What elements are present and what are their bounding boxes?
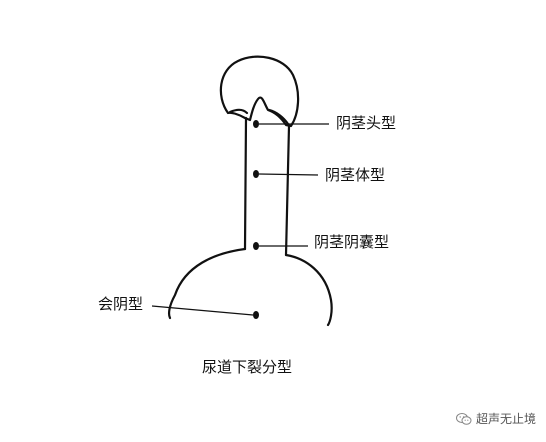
label-glans: 阴茎头型 — [336, 114, 397, 132]
marker-penoscrotal — [253, 242, 259, 250]
leader-perineal — [151, 305, 254, 316]
marker-penile — [253, 170, 259, 178]
label-penoscrotal: 阴茎阴囊型 — [314, 233, 390, 251]
label-penile: 阴茎体型 — [325, 166, 386, 184]
wechat-icon — [455, 412, 472, 426]
scrotum-outline — [167, 247, 247, 320]
glans-outline — [219, 55, 300, 128]
marker-perineal — [253, 311, 259, 319]
marker-glans — [253, 120, 259, 128]
diagram-caption: 尿道下裂分型 — [202, 358, 293, 376]
shaft-left — [243, 116, 248, 251]
watermark: 超声无止境 — [455, 410, 536, 427]
scrotum-outline-right — [284, 253, 333, 327]
watermark-text: 超声无止境 — [475, 412, 536, 426]
anatomy-outline — [167, 55, 333, 327]
position-markers — [253, 120, 259, 319]
shaft-right — [284, 124, 291, 257]
leader-lines — [151, 123, 329, 316]
label-perineal: 会阴型 — [98, 295, 144, 313]
corona-line-left — [228, 108, 249, 115]
leader-penile — [258, 173, 319, 176]
corona-line-right — [267, 108, 290, 126]
